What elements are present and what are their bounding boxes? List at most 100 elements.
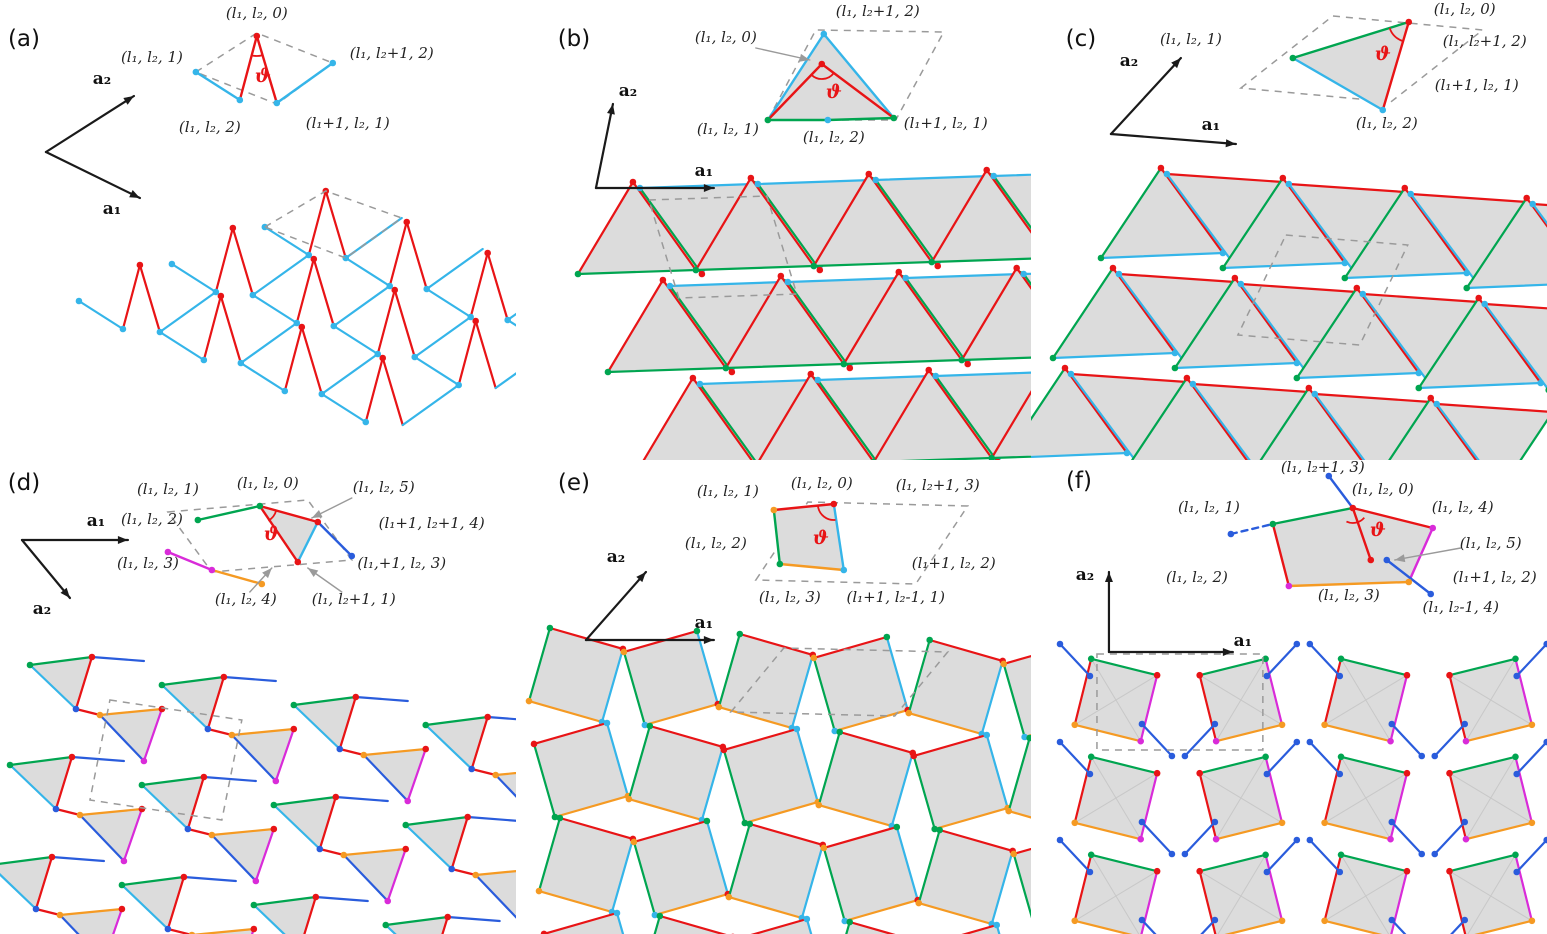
plate <box>1018 928 1031 934</box>
edge <box>474 870 516 877</box>
vertex-dot <box>1387 835 1395 843</box>
vertex-dot <box>1523 194 1531 202</box>
vertex-dot <box>26 661 34 669</box>
vertex-dot <box>402 821 410 829</box>
vertex-dot <box>256 502 264 510</box>
edge <box>425 247 484 291</box>
edge <box>238 34 259 102</box>
edge <box>338 695 357 751</box>
vertex-dot <box>1401 184 1409 192</box>
plate <box>757 180 872 270</box>
edge <box>1288 182 1355 272</box>
stick <box>1515 740 1547 776</box>
edge <box>1073 919 1133 934</box>
vertex-dot <box>1057 640 1064 648</box>
plate <box>1449 854 1533 934</box>
edge <box>446 915 501 923</box>
edge <box>822 846 846 923</box>
vertex-dot <box>613 909 620 917</box>
arrow-head <box>123 96 134 105</box>
unit-cell-dashed <box>728 647 949 717</box>
edge <box>934 371 1032 378</box>
edge <box>376 288 396 356</box>
edge <box>334 795 389 803</box>
edge <box>196 504 262 522</box>
vertex-dot <box>192 68 200 76</box>
vertex-dot <box>1115 270 1123 278</box>
vertex-dot <box>464 813 471 821</box>
theta-label: ϑ <box>1370 519 1386 541</box>
edge <box>120 883 169 931</box>
plate <box>538 817 633 913</box>
vertex-dot <box>360 751 368 759</box>
vertex-dot <box>1513 672 1521 680</box>
edge <box>34 907 62 917</box>
unit-cell-dashed <box>754 501 969 585</box>
edge <box>805 917 812 934</box>
edge <box>537 816 561 893</box>
edge <box>816 374 933 382</box>
vertex-dot <box>1431 752 1439 760</box>
vertex-dot <box>810 262 817 270</box>
vertex-dot <box>530 740 537 748</box>
vertex-dot <box>1071 721 1079 729</box>
edge <box>393 288 416 359</box>
axis-arrow <box>584 570 647 642</box>
plate <box>259 506 318 562</box>
edge <box>1031 366 1067 421</box>
plate <box>633 820 728 916</box>
edge <box>90 655 146 663</box>
vertex-dot <box>468 765 475 773</box>
vertex-dot <box>194 516 202 524</box>
edge <box>186 827 213 837</box>
vertex-dot <box>925 366 932 374</box>
plate <box>773 504 844 570</box>
plate <box>813 636 908 732</box>
edge <box>1234 276 1299 365</box>
axis-label: a₁ <box>87 511 105 531</box>
edge <box>1314 392 1366 460</box>
unit-cell-dashed <box>263 190 404 259</box>
vertex-dot <box>1481 300 1489 308</box>
edge <box>749 176 815 268</box>
arrow-head <box>606 104 615 115</box>
plate <box>1293 22 1410 110</box>
edge <box>470 715 489 771</box>
edge <box>160 683 209 731</box>
edge <box>1385 558 1433 596</box>
vertex-dot <box>200 356 208 364</box>
edge <box>1198 657 1268 677</box>
plate <box>425 717 488 769</box>
vertex-label: (l₁,+1, l₂, 3) <box>357 554 446 572</box>
vertex-label: (l₁, l₂, 1) <box>137 480 199 498</box>
edge <box>404 823 453 871</box>
edge <box>120 875 185 887</box>
edge <box>576 268 697 276</box>
vertex-dot <box>824 116 831 124</box>
edge <box>1007 736 1031 813</box>
edge <box>1448 853 1517 873</box>
vertex-dot <box>298 323 306 331</box>
edge <box>1389 674 1409 743</box>
vertex-dot <box>1279 819 1286 827</box>
edge <box>166 550 214 572</box>
vertex-dot <box>546 624 553 632</box>
vertex-dot <box>820 30 827 38</box>
edge <box>50 855 106 863</box>
vertex-dot <box>1050 354 1057 362</box>
edge <box>750 917 808 934</box>
edge <box>121 263 142 331</box>
vertex-dot <box>1388 720 1396 728</box>
vertex-dot <box>1543 836 1547 844</box>
vertex-dot <box>846 918 853 926</box>
plate <box>1241 284 1358 370</box>
vertex-dot <box>1285 180 1293 188</box>
vertex-dot <box>1463 269 1471 277</box>
edge <box>1259 386 1311 460</box>
axis-label: a₁ <box>694 161 712 181</box>
arrow-head <box>307 568 319 578</box>
vertex-label: (l₁, l₂+1, 2) <box>1443 32 1527 50</box>
vertex-dot <box>217 292 225 300</box>
edge <box>142 707 163 763</box>
vertex-dot <box>411 353 419 361</box>
